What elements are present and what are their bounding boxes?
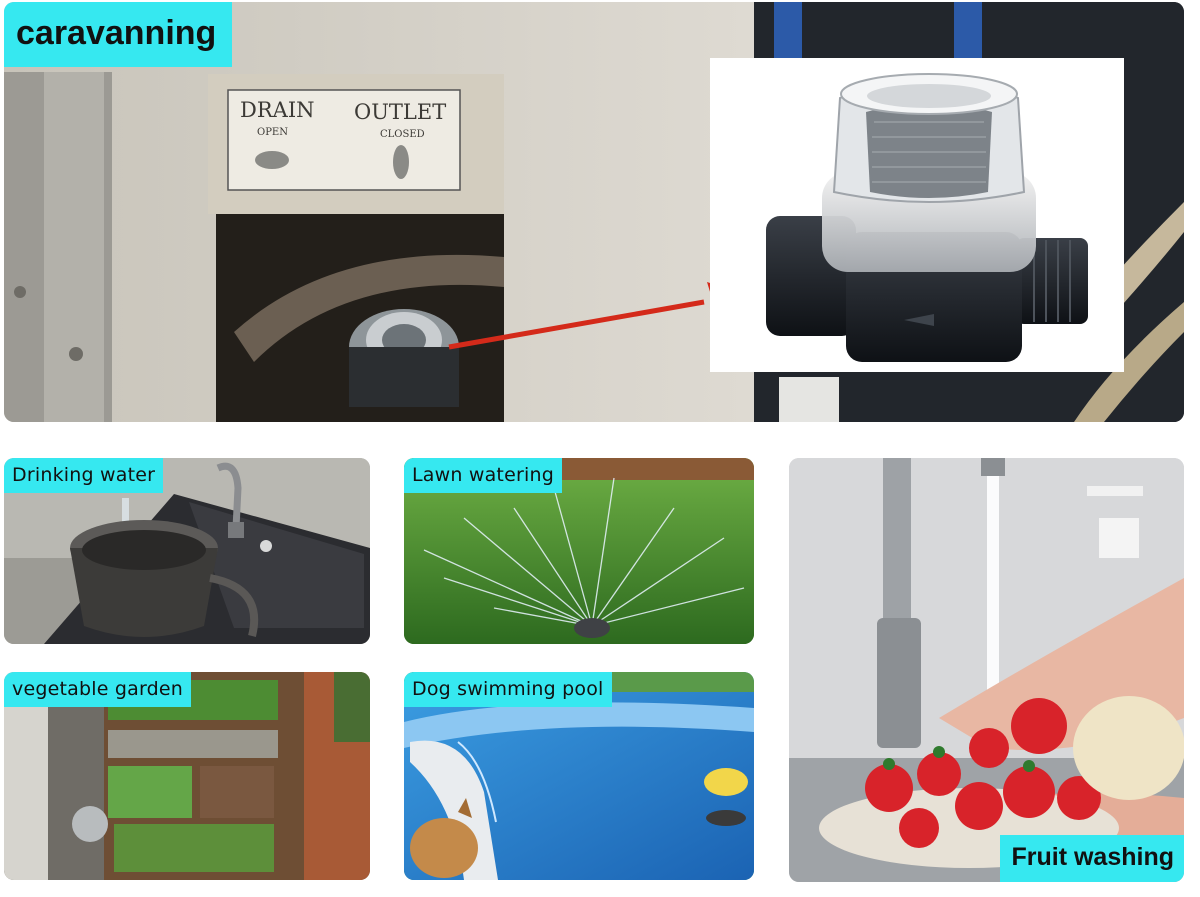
- drinking-water-illustration: [4, 458, 370, 644]
- sprinkler-icon: [574, 618, 610, 638]
- drain-state-label: OPEN: [257, 127, 288, 138]
- caravan-scene-illustration: [4, 2, 1184, 422]
- dog-icon: [410, 818, 478, 878]
- screw-icon: [69, 347, 83, 361]
- drinking-water-label: Drinking water: [4, 458, 164, 493]
- dog-swimming-pool-panel: Dog swimming pool: [404, 672, 754, 880]
- drinking-water-panel: Drinking water: [4, 458, 370, 644]
- drain-label: DRAIN: [240, 98, 315, 122]
- fruit-washing-illustration: [789, 458, 1184, 882]
- caravanning-title: caravanning: [4, 2, 233, 67]
- outlet-label: OUTLET: [354, 100, 447, 124]
- drain-valve-icon: [255, 151, 289, 169]
- outlet-state-label: CLOSED: [380, 129, 425, 140]
- water-filter-product-icon: [766, 73, 1088, 362]
- vegetable-garden-label: vegetable garden: [4, 672, 192, 707]
- vegetable-garden-panel: vegetable garden: [4, 672, 370, 880]
- outlet-valve-icon: [393, 145, 409, 179]
- fruit-washing-label: Fruit washing: [999, 835, 1184, 882]
- strawberry-icon: [865, 698, 1101, 848]
- caravanning-panel: DRAIN OPEN OUTLET CLOSED caravanning: [4, 2, 1184, 422]
- screw-icon: [14, 286, 26, 298]
- fruit-washing-panel: Fruit washing: [789, 458, 1184, 882]
- dog-swimming-pool-label: Dog swimming pool: [404, 672, 612, 707]
- lawn-watering-label: Lawn watering: [404, 458, 562, 493]
- lawn-watering-panel: Lawn watering: [404, 458, 754, 644]
